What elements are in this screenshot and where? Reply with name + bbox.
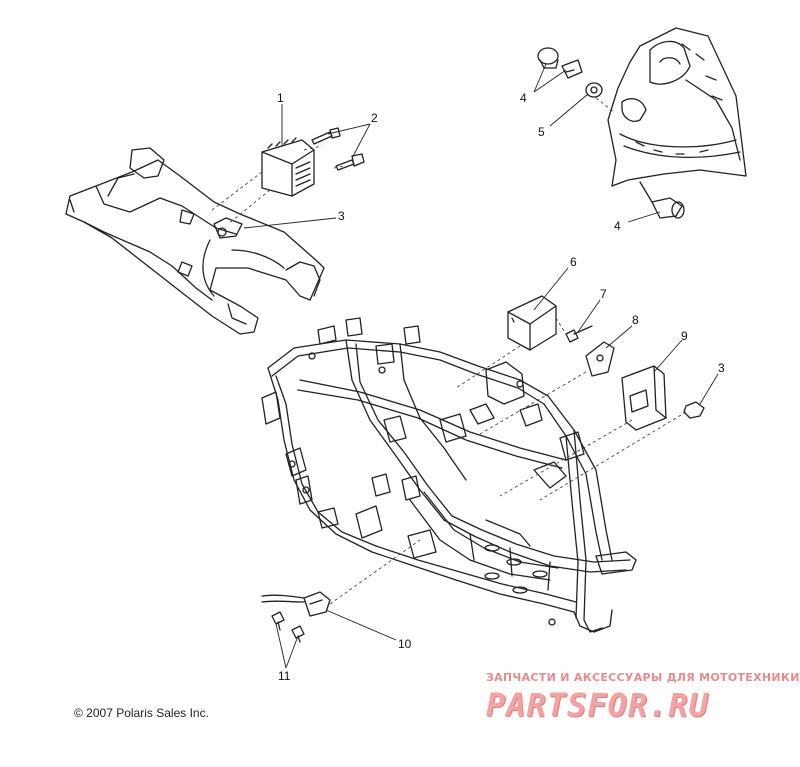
part-8-plate: [585, 341, 615, 377]
part-1-module: [261, 137, 315, 197]
part-10-sensor: [261, 591, 331, 617]
callout-1: 1: [277, 91, 284, 105]
part-5-washer: [585, 82, 603, 98]
part-7-bolt: [565, 325, 593, 343]
callout-5: 5: [538, 125, 545, 139]
callout-3-left: 3: [338, 209, 345, 223]
callout-8: 8: [632, 313, 639, 327]
part-4-grommet-top: [537, 47, 583, 79]
main-frame: [261, 317, 637, 633]
leader-lines: [243, 63, 719, 669]
callout-4-top: 4: [520, 91, 527, 105]
alignment-lines: [211, 97, 687, 605]
watermark-tagline: ЗАПЧАСТИ И АКСЕССУАРЫ ДЛЯ МОТОТЕХНИКИ: [486, 671, 800, 684]
copyright-notice: © 2007 Polaris Sales Inc.: [74, 706, 209, 720]
part-6-ecu: [507, 295, 557, 351]
headlight-cover: [607, 27, 747, 187]
callout-7: 7: [600, 287, 607, 301]
callout-9: 9: [681, 329, 688, 343]
part-3-nut-right: [683, 401, 705, 419]
part-4-bulb-socket: [639, 181, 685, 219]
part-9-bracket: [621, 365, 667, 431]
callout-3-right: 3: [718, 361, 725, 375]
callout-10: 10: [398, 637, 412, 651]
callout-4-lower: 4: [614, 219, 621, 233]
callout-6: 6: [570, 255, 577, 269]
callout-11: 11: [278, 669, 291, 683]
callout-2: 2: [371, 111, 378, 125]
rear-subframe: [65, 147, 325, 335]
watermark-logo: partsfor.ru: [486, 686, 709, 724]
part-2-bolts: [311, 127, 365, 171]
part-11-screws: [271, 611, 305, 643]
